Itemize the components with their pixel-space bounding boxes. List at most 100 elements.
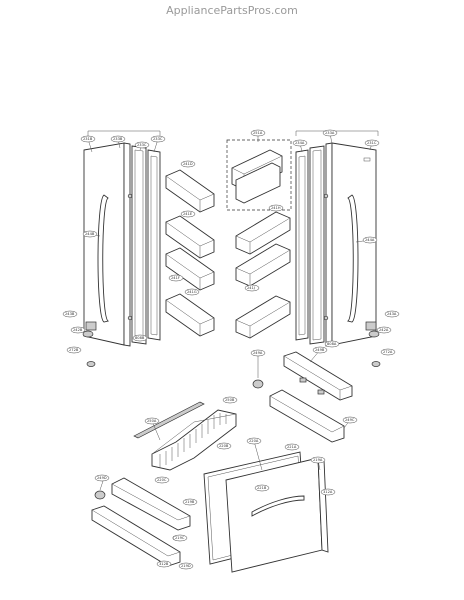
svg-text:234A: 234A xyxy=(295,141,305,145)
svg-text:241F: 241F xyxy=(171,276,180,280)
label-220c: 220C xyxy=(154,476,170,484)
svg-text:220C: 220C xyxy=(157,478,167,482)
label-251a: 251A xyxy=(250,129,266,137)
svg-text:243B: 243B xyxy=(65,312,75,316)
freezer-drawer-handle[interactable] xyxy=(251,495,305,517)
label-250b: 250B xyxy=(222,396,238,404)
svg-text:808B: 808B xyxy=(135,336,145,340)
svg-text:272B: 272B xyxy=(69,348,79,352)
left-door-gasket[interactable] xyxy=(131,145,147,345)
label-220a: 220A xyxy=(246,437,262,445)
label-808a: 808A xyxy=(324,340,340,348)
svg-text:312B: 312B xyxy=(159,562,169,566)
label-221a: 221A xyxy=(284,443,300,451)
label-233b: 233B xyxy=(110,135,126,143)
label-272b: 272B xyxy=(66,346,82,354)
svg-text:219A: 219A xyxy=(313,458,323,462)
svg-text:242A: 242A xyxy=(379,328,389,332)
svg-text:241H: 241H xyxy=(271,206,281,210)
label-234a: 234A xyxy=(292,139,308,147)
dairy-bin[interactable] xyxy=(231,149,283,204)
svg-text:231B: 231B xyxy=(83,137,93,141)
right-bin-1[interactable] xyxy=(235,211,291,255)
label-241h: 241H xyxy=(268,204,284,212)
label-221b: 221B xyxy=(254,484,270,492)
right-door-liner[interactable] xyxy=(295,149,309,341)
svg-text:221A: 221A xyxy=(287,445,297,449)
label-241j: 241J xyxy=(244,284,260,292)
svg-text:219C: 219C xyxy=(175,536,185,540)
left-door-assembly xyxy=(82,130,161,367)
right-door-handle[interactable] xyxy=(346,194,359,323)
label-241e: 241E xyxy=(180,210,196,218)
svg-text:244B: 244B xyxy=(85,232,95,236)
label-808b: 808B xyxy=(132,334,148,342)
svg-text:249A: 249A xyxy=(253,351,263,355)
label-243b: 243B xyxy=(62,310,78,318)
label-233c: 233C xyxy=(134,141,150,149)
right-door-bins xyxy=(235,211,291,339)
right-door-gasket[interactable] xyxy=(309,145,325,345)
part-labels: 231B 233B 233C 233C 251A 234A 233A 231C … xyxy=(62,129,400,570)
label-249c: 249C xyxy=(342,416,358,424)
roller-icon xyxy=(252,379,264,389)
label-250a: 250A xyxy=(144,417,160,425)
label-233a: 233A xyxy=(322,129,338,137)
label-272a: 272A xyxy=(380,348,396,356)
lower-rail-assembly[interactable] xyxy=(91,477,191,567)
svg-text:221B: 221B xyxy=(257,486,267,490)
label-312a: 312A xyxy=(320,488,336,496)
svg-text:242B: 242B xyxy=(73,328,83,332)
drawer-basket[interactable] xyxy=(133,401,237,471)
label-231b: 231B xyxy=(80,135,96,143)
right-door-assembly xyxy=(295,130,381,367)
svg-text:249C: 249C xyxy=(345,418,355,422)
label-249d: 249D xyxy=(94,474,110,482)
left-bin-3[interactable] xyxy=(165,247,215,291)
label-231c: 231C xyxy=(364,139,380,147)
svg-text:251A: 251A xyxy=(253,131,263,135)
label-244b: 244B xyxy=(82,230,98,238)
svg-text:243A: 243A xyxy=(387,312,397,316)
left-door-panel[interactable] xyxy=(83,142,125,346)
label-242b: 242B xyxy=(70,326,86,334)
right-bin-3[interactable] xyxy=(235,295,291,339)
label-219d: 219D xyxy=(178,562,194,570)
svg-text:241E: 241E xyxy=(183,212,193,216)
left-door-bins xyxy=(165,169,215,337)
left-door-handle[interactable] xyxy=(97,194,110,323)
svg-text:233C: 233C xyxy=(137,143,147,147)
svg-text:250B: 250B xyxy=(225,398,235,402)
svg-text:220A: 220A xyxy=(249,439,259,443)
watermark-text: AppliancePartsPros.com xyxy=(166,4,298,17)
right-door-panel[interactable] xyxy=(331,142,377,346)
label-249b: 249B xyxy=(312,346,328,354)
label-219b: 219B xyxy=(182,498,198,506)
freezer-drawer-front[interactable] xyxy=(203,451,329,573)
right-bin-2[interactable] xyxy=(235,243,291,287)
label-242a: 242A xyxy=(376,326,392,334)
svg-text:249D: 249D xyxy=(97,476,107,480)
svg-text:233A: 233A xyxy=(325,131,335,135)
svg-text:220B: 220B xyxy=(219,444,229,448)
right-lower-hinge[interactable] xyxy=(365,321,377,331)
svg-text:272A: 272A xyxy=(383,350,393,354)
basket-cover-strip[interactable] xyxy=(133,401,205,439)
svg-text:808A: 808A xyxy=(327,342,337,346)
label-241f: 241F xyxy=(168,274,184,282)
left-bin-4[interactable] xyxy=(165,293,215,337)
svg-text:241D: 241D xyxy=(183,162,193,166)
left-lower-hinge[interactable] xyxy=(85,321,97,331)
left-door-liner[interactable] xyxy=(147,149,161,341)
svg-text:219B: 219B xyxy=(185,500,195,504)
left-bin-1[interactable] xyxy=(165,169,215,213)
label-241d: 241D xyxy=(180,160,196,168)
svg-text:241G: 241G xyxy=(187,290,197,294)
left-bin-2[interactable] xyxy=(165,215,215,259)
upper-rail-assembly[interactable] xyxy=(252,351,353,443)
label-249a: 249A xyxy=(250,349,266,357)
svg-text:312A: 312A xyxy=(323,490,333,494)
label-219a: 219A xyxy=(310,456,326,464)
svg-text:244A: 244A xyxy=(365,238,375,242)
